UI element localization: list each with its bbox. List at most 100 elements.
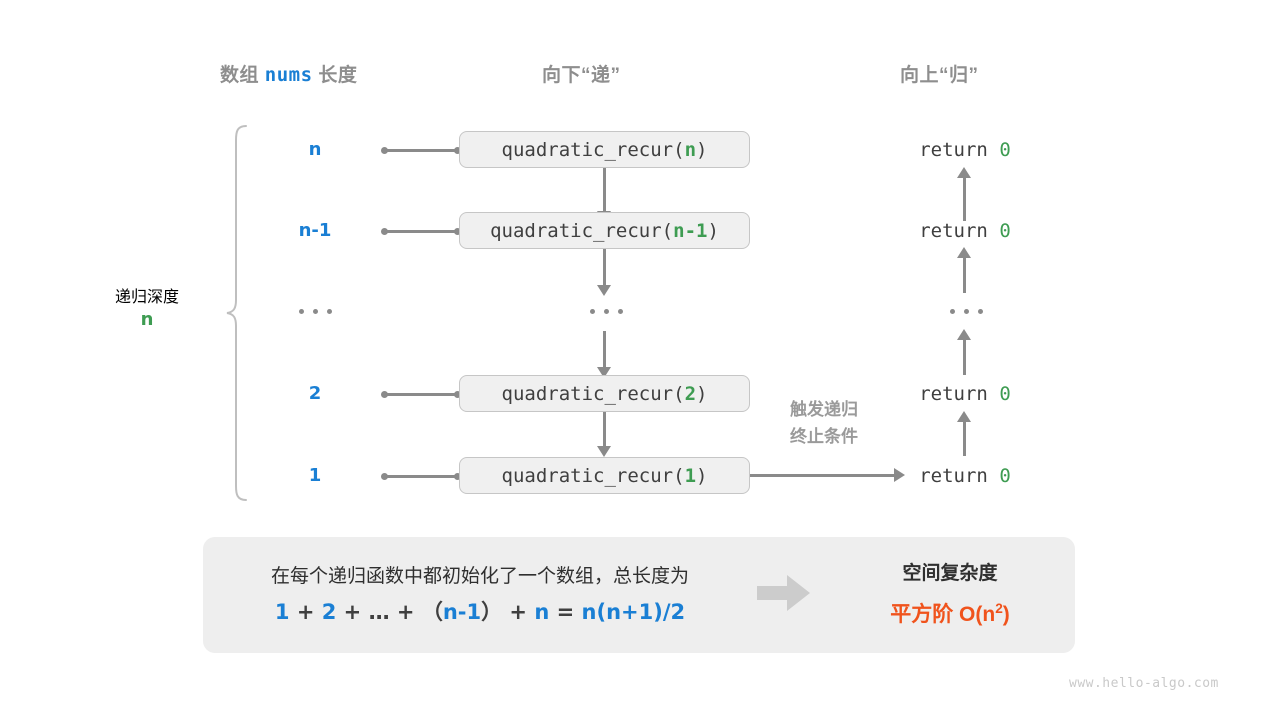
- complexity-notation: O(n: [959, 603, 996, 626]
- base-case-arrow-line: [750, 474, 896, 477]
- ascend-ellipsis: [950, 309, 983, 314]
- base-case-note: 触发递归 终止条件: [758, 396, 890, 450]
- ascend-arrow-line-1: [963, 255, 966, 293]
- size-label-row-1: n-1: [298, 220, 332, 241]
- call-paren-open-row-1: (: [661, 219, 674, 242]
- return-label-row-0: return 0: [885, 139, 1045, 161]
- return-keyword-row-1: return: [919, 220, 988, 242]
- formula-op-1: +: [296, 600, 315, 624]
- header-array-suffix: 长度: [318, 65, 358, 86]
- call-box-row-1[interactable]: quadratic_recur(n-1): [459, 212, 750, 249]
- call-name-row-4: quadratic_recur: [501, 464, 674, 487]
- formula-paren-open: （: [421, 600, 443, 624]
- call-box-row-0[interactable]: quadratic_recur(n): [459, 131, 750, 168]
- recursion-depth-value: n: [140, 309, 154, 330]
- recursion-depth-label: 递归深度 n: [92, 283, 202, 333]
- formula-term-5: n: [534, 600, 550, 624]
- header-descend: 向下“递”: [542, 65, 621, 86]
- call-paren-close-row-3: ): [696, 382, 708, 405]
- call-paren-open-row-4: (: [673, 464, 685, 487]
- return-value-row-1: 0: [999, 220, 1011, 242]
- formula-result: n(n+1)/2: [581, 600, 686, 624]
- call-paren-close-row-4: ): [696, 464, 708, 487]
- recursion-depth-title: 递归深度: [114, 289, 179, 306]
- descend-arrow-line-0: [603, 168, 606, 213]
- ascend-arrow-line-0: [963, 176, 966, 221]
- summary-text: 在每个递归函数中都初始化了一个数组，总长度为: [270, 566, 689, 587]
- formula-op-4: +: [509, 600, 528, 624]
- return-value-row-0: 0: [999, 139, 1011, 161]
- complexity-prefix: 平方阶: [890, 603, 954, 626]
- descend-arrow-head-2: [597, 367, 611, 378]
- call-arg-row-3: 2: [684, 382, 697, 405]
- return-keyword-row-3: return: [919, 383, 988, 405]
- formula-term-2: 2: [321, 600, 337, 624]
- base-case-note-line2: 终止条件: [790, 427, 858, 446]
- recursion-depth-brace: [224, 124, 250, 502]
- descend-arrow-line-1: [603, 249, 606, 287]
- formula-op-3: +: [396, 600, 415, 624]
- ascend-arrow-line-2: [963, 337, 966, 375]
- ascend-arrow-head-3: [957, 411, 971, 422]
- complexity-exponent: 2: [995, 601, 1003, 616]
- call-arg-row-0: n: [684, 138, 697, 161]
- header-array-length: 数组 nums 长度: [220, 60, 357, 87]
- connector-row-3: [381, 391, 461, 398]
- complexity-title: 空间复杂度: [902, 563, 998, 584]
- call-name-row-1: quadratic_recur: [490, 219, 662, 242]
- return-label-row-4: return 0: [885, 465, 1045, 487]
- ascend-arrow-line-3: [963, 420, 966, 456]
- connector-row-4: [381, 473, 461, 480]
- call-box-row-3[interactable]: quadratic_recur(2): [459, 375, 750, 412]
- call-paren-open-row-3: (: [673, 382, 685, 405]
- complexity-big-o: O(n2): [959, 601, 1010, 626]
- call-arg-row-4: 1: [684, 464, 697, 487]
- formula-op-2: +: [343, 600, 362, 624]
- size-label-row-3: 2: [308, 383, 322, 404]
- header-array-prefix: 数组: [220, 65, 260, 86]
- summary-panel: 在每个递归函数中都初始化了一个数组，总长度为 1 + 2 + … + （n-1）…: [203, 537, 1075, 653]
- base-case-arrow-head: [894, 468, 905, 482]
- base-case-note-line1: 触发递归: [790, 400, 858, 419]
- formula-equals: =: [556, 600, 575, 624]
- watermark: www.hello-algo.com: [1069, 676, 1219, 691]
- formula-term-1: 1: [274, 600, 290, 624]
- complexity-value: 平方阶 O(n2): [825, 591, 1075, 633]
- call-name-row-0: quadratic_recur: [501, 138, 674, 161]
- formula-term-4: n-1: [442, 600, 482, 624]
- formula-term-3: …: [368, 600, 390, 624]
- size-label-row-0: n: [308, 139, 322, 160]
- implies-arrow-icon: [757, 573, 811, 618]
- header-array-code: nums: [264, 64, 313, 86]
- return-keyword-row-4: return: [919, 465, 988, 487]
- descend-arrow-head-3: [597, 446, 611, 457]
- complexity-close-paren: ): [1002, 603, 1010, 626]
- return-keyword-row-0: return: [919, 139, 988, 161]
- ascend-arrow-head-0: [957, 167, 971, 178]
- summary-right: 空间复杂度 平方阶 O(n2): [825, 557, 1075, 633]
- size-label-row-4: 1: [308, 465, 322, 486]
- summary-formula: 1 + 2 + … + （n-1） + n = n(n+1)/2: [217, 594, 743, 630]
- call-paren-close-row-0: ): [696, 138, 708, 161]
- ascend-arrow-head-1: [957, 247, 971, 258]
- call-paren-close-row-1: ): [707, 219, 719, 242]
- descend-arrow-line-3: [603, 412, 606, 448]
- ascend-arrow-head-2: [957, 329, 971, 340]
- call-arg-row-1: n-1: [673, 219, 708, 242]
- return-label-row-1: return 0: [885, 220, 1045, 242]
- call-paren-open-row-0: (: [673, 138, 685, 161]
- return-label-row-3: return 0: [885, 383, 1045, 405]
- call-name-row-3: quadratic_recur: [501, 382, 674, 405]
- connector-row-1: [381, 228, 461, 235]
- return-value-row-4: 0: [999, 465, 1011, 487]
- summary-left: 在每个递归函数中都初始化了一个数组，总长度为 1 + 2 + … + （n-1）…: [203, 560, 743, 630]
- size-label-row-2-ellipsis: [299, 309, 332, 314]
- descend-ellipsis: [590, 309, 623, 314]
- call-box-row-4[interactable]: quadratic_recur(1): [459, 457, 750, 494]
- formula-paren-close: ）: [481, 600, 503, 624]
- connector-row-0: [381, 147, 461, 154]
- return-value-row-3: 0: [999, 383, 1011, 405]
- header-ascend: 向上“归”: [900, 65, 979, 86]
- descend-arrow-line-2: [603, 331, 606, 369]
